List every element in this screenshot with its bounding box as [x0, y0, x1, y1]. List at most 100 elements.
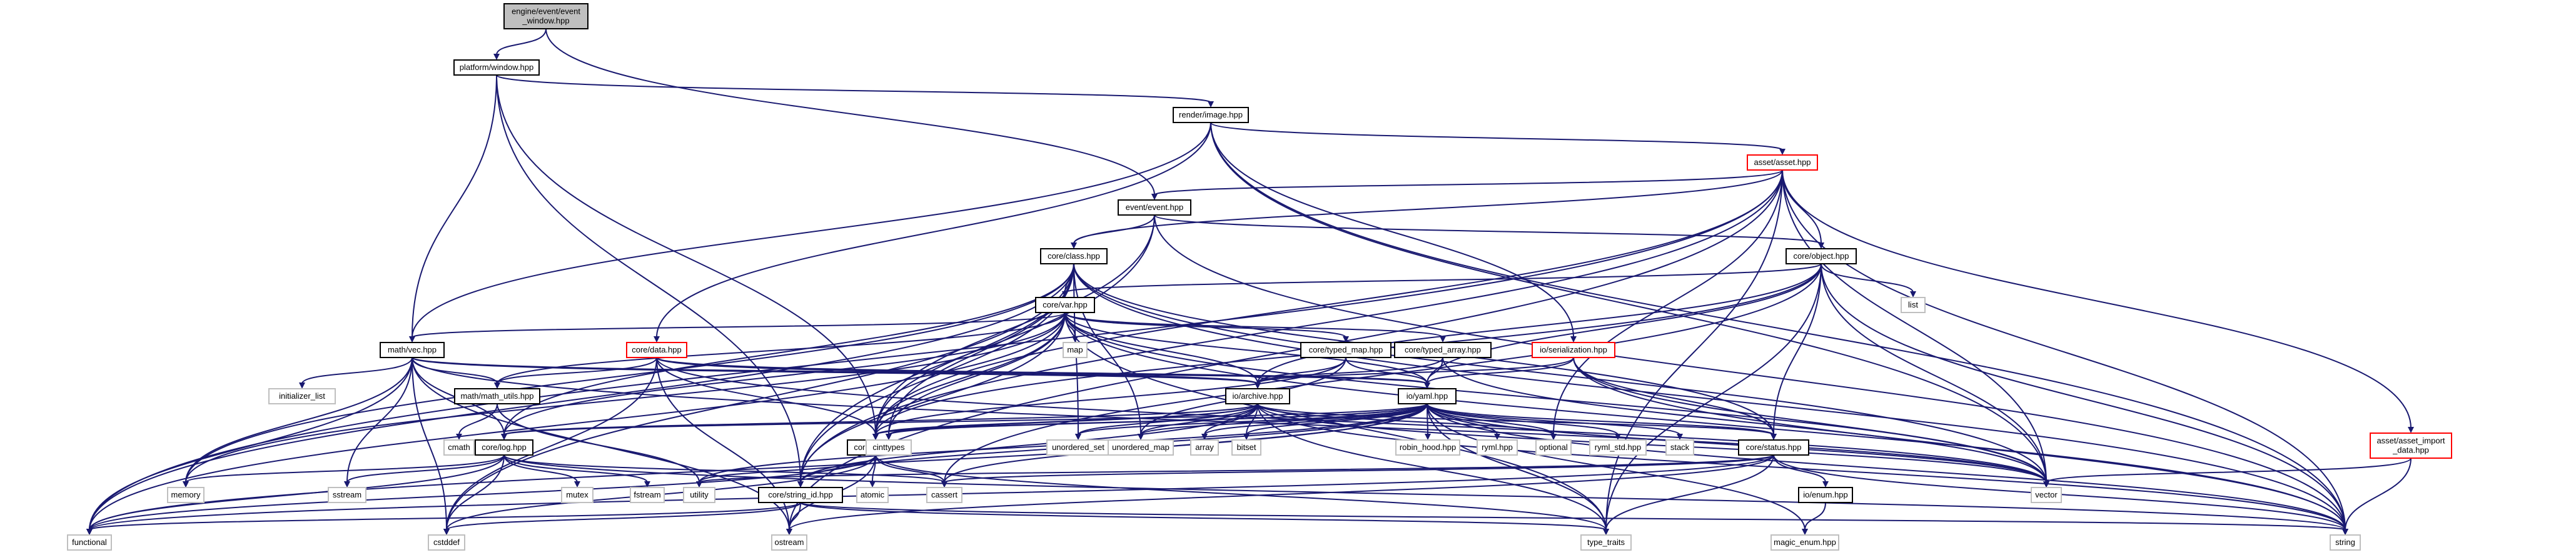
dependency-edge: [2046, 458, 2412, 483]
dependency-edges: [86, 28, 2414, 535]
edge-arrowhead: [1424, 382, 1430, 389]
node-cinttypes: cinttypes: [866, 439, 912, 456]
node-box: [453, 59, 540, 76]
edge-arrowhead: [456, 434, 462, 440]
node-box: [1190, 439, 1219, 456]
edge-arrowhead: [443, 529, 450, 535]
node-label: robin_hood.hpp: [1400, 442, 1456, 452]
dependency-edge: [412, 74, 497, 338]
node-label: bitset: [1236, 442, 1256, 452]
node-core-string-id[interactable]: core/string_id.hpp: [758, 487, 843, 503]
node-map: map: [1063, 342, 1088, 358]
edge-arrowhead: [1550, 434, 1557, 440]
node-label: cassert: [931, 490, 957, 499]
node-label: math/math_utils.hpp: [460, 391, 533, 401]
node-box: [1395, 439, 1460, 456]
node-io-yaml[interactable]: io/yaml.hpp: [1398, 388, 1457, 404]
dependency-edge: [1210, 122, 1574, 338]
dependency-edge: [875, 169, 1783, 436]
node-math-vec[interactable]: math/vec.hpp: [380, 342, 445, 358]
edge-arrowhead: [1603, 529, 1609, 535]
node-label: core/string_id.hpp: [768, 490, 832, 499]
edge-arrowhead: [1208, 101, 1214, 108]
dependency-edge: [2345, 458, 2412, 531]
dependency-edge: [496, 74, 1211, 103]
dependency-edge: [503, 454, 2346, 531]
dependency-edge: [1064, 263, 1822, 293]
edge-arrowhead: [1910, 291, 1916, 298]
node-box: [1300, 342, 1392, 358]
node-io-archive[interactable]: io/archive.hpp: [1225, 388, 1290, 404]
node-core-log[interactable]: core/log.hpp: [475, 439, 533, 456]
node-label: ryml_std.hpp: [1595, 442, 1641, 452]
dependency-edge: [412, 357, 1428, 384]
dependency-edge: [1154, 169, 1783, 196]
node-core-typed-array[interactable]: core/typed_array.hpp: [1394, 342, 1492, 358]
dependency-edge: [89, 312, 1066, 531]
node-label: core/var.hpp: [1043, 300, 1088, 309]
node-box: [1118, 199, 1191, 216]
edge-arrowhead: [1494, 434, 1500, 440]
edge-arrowhead: [644, 481, 650, 488]
node-label: asset/asset.hpp: [1754, 158, 1811, 167]
dependency-edge: [699, 454, 876, 483]
edge-arrowhead: [501, 434, 507, 440]
node-io-enum[interactable]: io/enum.hpp: [1798, 487, 1853, 503]
dependency-edge: [1427, 357, 1574, 384]
node-core-class[interactable]: core/class.hpp: [1040, 248, 1108, 264]
dependency-edge: [1257, 357, 1574, 384]
node-box: [503, 3, 588, 29]
node-box: [1535, 439, 1572, 456]
dependency-edge: [656, 357, 2047, 483]
node-core-object[interactable]: core/object.hpp: [1786, 248, 1857, 264]
node-core-data[interactable]: core/data.hpp: [626, 342, 687, 358]
node-render-image[interactable]: render/image.hpp: [1173, 107, 1249, 123]
edge-arrowhead: [1072, 336, 1078, 342]
node-asset-asset[interactable]: asset/asset.hpp: [1747, 154, 1818, 171]
node-label: initializer_list: [279, 391, 325, 401]
node-label: event/event.hpp: [1126, 202, 1184, 212]
dependency-edge: [1773, 263, 1822, 436]
dependency-edge: [458, 403, 498, 436]
node-box: [67, 534, 112, 551]
edge-arrowhead: [1677, 434, 1683, 440]
node-ryml-std: ryml_std.hpp: [1589, 439, 1647, 456]
node-label: mutex: [566, 490, 588, 499]
edge-arrowhead: [1138, 434, 1144, 440]
node-label: io/enum.hpp: [1803, 490, 1848, 499]
dependency-edge: [1064, 312, 1346, 338]
dependency-edge: [1427, 403, 1774, 436]
edge-arrowhead: [1822, 481, 1829, 488]
dependency-edge: [89, 502, 801, 531]
node-label: unordered_set: [1052, 442, 1104, 452]
node-root[interactable]: engine/event/event_window.hpp: [503, 3, 588, 29]
dependency-edge: [503, 312, 1066, 436]
edge-arrowhead: [2342, 529, 2348, 535]
dependency-edge: [656, 122, 1211, 338]
node-core-var[interactable]: core/var.hpp: [1035, 297, 1095, 313]
dependency-edge: [1427, 403, 2346, 531]
dependency-edge: [1605, 169, 1783, 531]
node-label: utility: [690, 490, 709, 499]
node-platform-window[interactable]: platform/window.hpp: [453, 59, 540, 76]
dependency-edge: [496, 74, 801, 483]
dependency-edge: [1782, 169, 2346, 531]
node-box: [856, 487, 889, 503]
edge-arrowhead: [1343, 336, 1349, 342]
node-event-event[interactable]: event/event.hpp: [1118, 199, 1191, 216]
node-io-serialization[interactable]: io/serialization.hpp: [1532, 342, 1615, 358]
node-box: [2031, 487, 2062, 503]
node-box: [561, 487, 593, 503]
dependency-edge: [656, 357, 1258, 384]
node-box: [1040, 248, 1108, 264]
node-label: io/archive.hpp: [1233, 391, 1283, 401]
node-box: [1786, 248, 1857, 264]
dependency-edge: [1064, 312, 1443, 338]
node-asset-asset-import-data[interactable]: asset/asset_import_data.hpp: [2370, 432, 2452, 459]
node-math-math-utils[interactable]: math/math_utils.hpp: [454, 388, 540, 404]
dependency-edge: [1782, 169, 2412, 429]
dependency-edge: [503, 454, 945, 483]
dependency-edge: [1821, 263, 1914, 293]
node-core-typed-map[interactable]: core/typed_map.hpp: [1300, 342, 1392, 358]
node-core-status[interactable]: core/status.hpp: [1738, 439, 1809, 456]
